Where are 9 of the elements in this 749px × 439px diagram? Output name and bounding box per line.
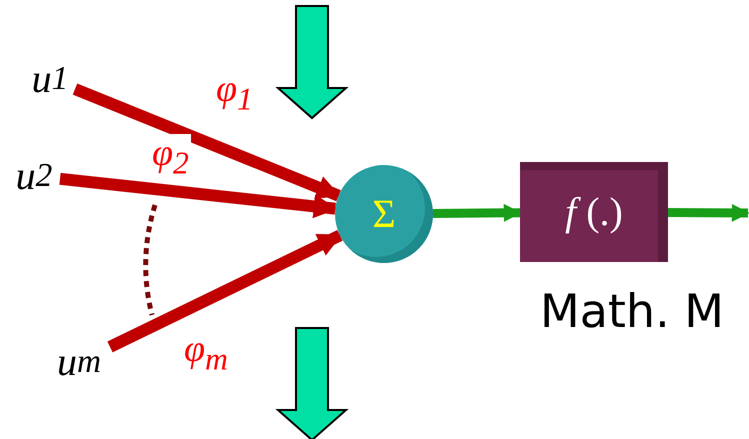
- arrow: [72, 84, 341, 202]
- sigma-symbol: Σ: [372, 194, 396, 234]
- arrow: [59, 172, 338, 218]
- caption-text: Math. M: [540, 284, 724, 338]
- arrow: [432, 204, 522, 222]
- function-box: [520, 162, 668, 262]
- function-label: f (.): [565, 192, 623, 232]
- arrow: [107, 230, 343, 352]
- arrow: [668, 204, 749, 222]
